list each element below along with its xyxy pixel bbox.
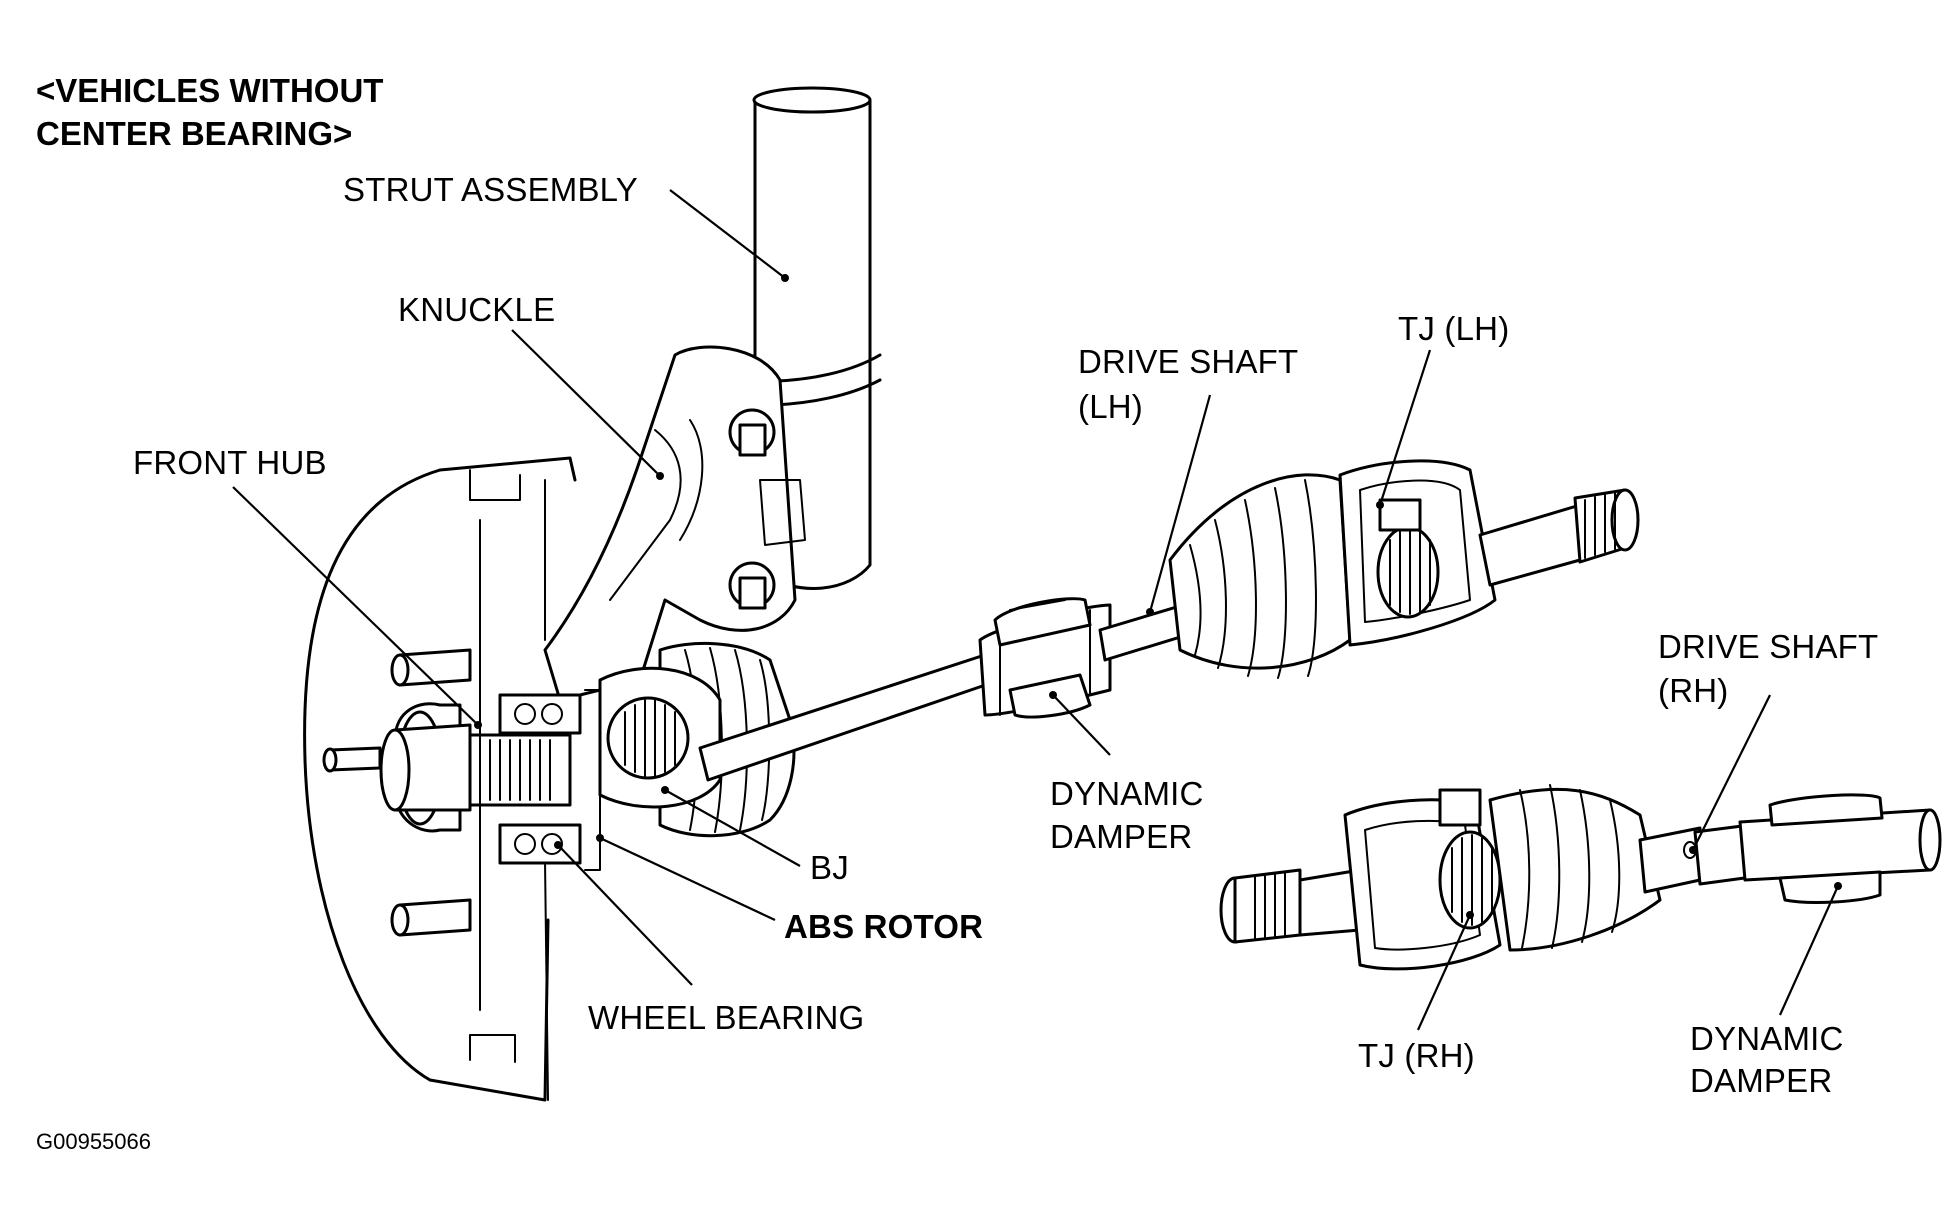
header-line-1: <VEHICLES WITHOUT [36, 72, 384, 109]
leader-dot-tj-lh [1376, 501, 1384, 509]
label-drive-shaft-lh-line2: (LH) [1078, 388, 1143, 425]
dynamic-damper-rh [1738, 793, 1942, 904]
label-tj-rh: TJ (RH) [1358, 1037, 1475, 1074]
label-wheel-bearing: WHEEL BEARING [588, 999, 865, 1036]
leader-knuckle [511, 329, 661, 477]
wheel-bearing [498, 689, 601, 871]
knuckle [543, 345, 806, 702]
leader-front-hub [232, 486, 479, 726]
front-hub [322, 648, 572, 937]
leader-dot-wheel-bearing [554, 841, 562, 849]
leader-dot-front-hub [474, 721, 482, 729]
label-bj: BJ [810, 849, 849, 886]
leader-drive-shaft-lh [1148, 394, 1212, 613]
label-drive-shaft-lh-line1: DRIVE SHAFT [1078, 343, 1299, 380]
leader-strut [669, 189, 786, 279]
leader-wheel-bearing [557, 844, 693, 986]
figure-code: G00955066 [36, 1129, 151, 1154]
label-strut-assembly: STRUT ASSEMBLY [343, 171, 638, 208]
leader-tj-lh [1378, 349, 1432, 506]
tj-lh-stub [1478, 488, 1640, 587]
leader-dot-dynamic-damper-2 [1834, 882, 1842, 890]
label-dynamic-damper-2-line1: DYNAMIC [1690, 1020, 1844, 1057]
leader-dynamic-damper-2 [1778, 885, 1840, 1016]
label-front-hub: FRONT HUB [133, 444, 327, 481]
label-drive-shaft-rh-line2: (RH) [1658, 672, 1729, 709]
label-knuckle: KNUCKLE [398, 291, 556, 328]
leader-dot-strut [781, 274, 789, 282]
label-drive-shaft-rh-line1: DRIVE SHAFT [1658, 628, 1879, 665]
label-abs-rotor: ABS ROTOR [784, 908, 984, 945]
leader-dot-abs-rotor [596, 834, 604, 842]
leader-dot-bj [661, 786, 669, 794]
tj-lh-housing [1338, 459, 1497, 647]
label-dynamic-damper-1-line1: DYNAMIC [1050, 775, 1204, 812]
leader-dynamic-damper-1 [1052, 694, 1111, 756]
leader-dot-tj-rh [1466, 911, 1474, 919]
tj-lh-boot [1168, 473, 1352, 679]
leader-dot-drive-shaft-rh [1689, 846, 1697, 854]
leader-drive-shaft-rh [1692, 694, 1771, 851]
header-line-2: CENTER BEARING> [36, 115, 353, 152]
leader-abs-rotor [599, 837, 776, 921]
label-tj-lh: TJ (LH) [1398, 310, 1510, 347]
leader-dot-knuckle [656, 472, 664, 480]
tj-rh-boot [1488, 784, 1662, 952]
label-dynamic-damper-1-line2: DAMPER [1050, 818, 1193, 855]
drive-shaft-rh [1638, 823, 1754, 894]
leader-tj-rh [1416, 914, 1472, 1031]
leader-dot-drive-shaft-lh [1146, 608, 1154, 616]
leader-lines [232, 189, 1842, 1031]
tj-rh-stub [1219, 868, 1362, 944]
leader-bj [664, 789, 801, 867]
label-dynamic-damper-2-line2: DAMPER [1690, 1062, 1833, 1099]
leader-dot-dynamic-damper-1 [1049, 691, 1057, 699]
tj-rh-housing [1343, 788, 1502, 971]
